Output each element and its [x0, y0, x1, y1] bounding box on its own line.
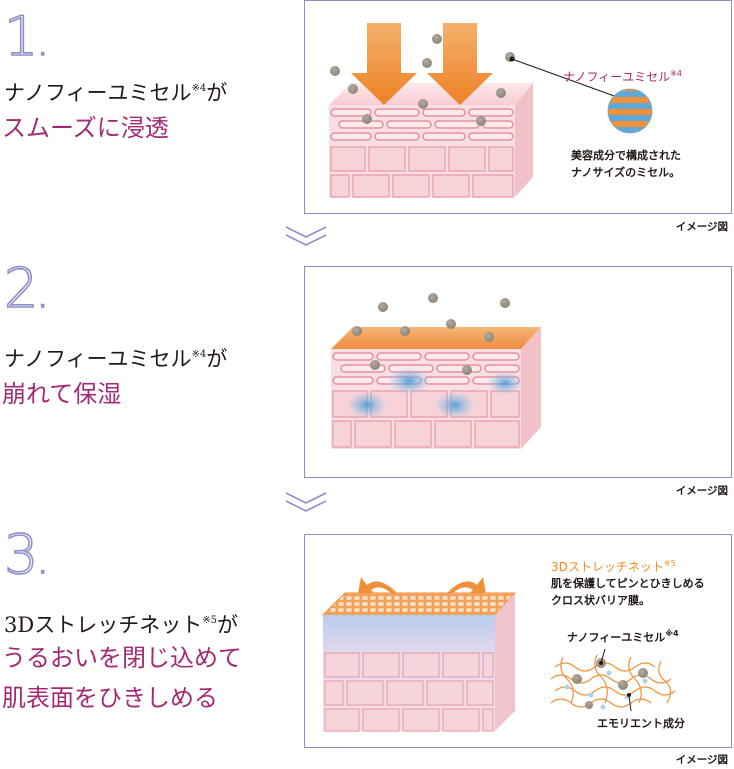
arrow-down-icon: [351, 23, 493, 105]
micelle-description: 美容成分で構成されたナノサイズのミセル。: [571, 149, 681, 179]
step-1-highlight: スムーズに浸透: [2, 114, 169, 142]
micelle-particles: [572, 658, 648, 709]
micelle-label: ナノフィーユミセル※4: [563, 69, 682, 84]
step-2-panel: [304, 266, 732, 478]
moisture-spots: [347, 367, 523, 419]
micelle-sphere-icon: [607, 88, 653, 134]
stretch-net-label: 3Dストレッチネット※5: [551, 559, 676, 574]
stretch-net-description: 肌を保護してピンとひきしめるクロス状バリア膜。: [551, 577, 705, 607]
emollient-label: エモリエント成分: [597, 717, 685, 730]
step-2-illustration: [331, 293, 541, 449]
step-3-lead: 3Dストレッチネット※5が: [4, 613, 238, 637]
step-3-panel: 3Dストレッチネット※5 肌を保護してピンとひきしめるクロス状バリア膜。 ナノフ…: [304, 534, 732, 748]
step-2-highlight: 崩れて保湿: [2, 380, 122, 408]
step-2-number: 2.: [3, 257, 50, 320]
chevron-down-icon: [285, 492, 327, 512]
step-3-highlight-line1: うるおいを閉じ込めて: [2, 644, 242, 672]
image-caption-2: イメージ図: [675, 485, 728, 497]
stretch-net-detail: [550, 654, 676, 708]
micelle-particles: [352, 293, 510, 375]
skin-layer: [321, 592, 517, 732]
step-1-lead: ナノフィーユミセル※4が: [4, 81, 228, 105]
step-3-highlight-line2: 肌表面をひきしめる: [2, 684, 218, 712]
step-1-illustration: [329, 23, 653, 198]
chevron-down-icon: [285, 226, 327, 246]
micelle-particles: [330, 34, 515, 126]
skin-layer: [329, 83, 533, 198]
step-2-lead: ナノフィーユミセル※4が: [4, 347, 228, 371]
step-1-panel: ナノフィーユミセル※4 美容成分で構成されたナノサイズのミセル。: [304, 0, 732, 214]
step-3-illustration: [321, 577, 676, 732]
micelle-callout-label: ナノフィーユミセル※4: [567, 629, 679, 644]
step-1-number: 1.: [3, 5, 50, 68]
step-3-number: 3.: [3, 523, 50, 586]
image-caption-3: イメージ図: [675, 754, 728, 766]
image-caption-1: イメージ図: [675, 221, 728, 233]
emollient-dots: [564, 670, 648, 710]
